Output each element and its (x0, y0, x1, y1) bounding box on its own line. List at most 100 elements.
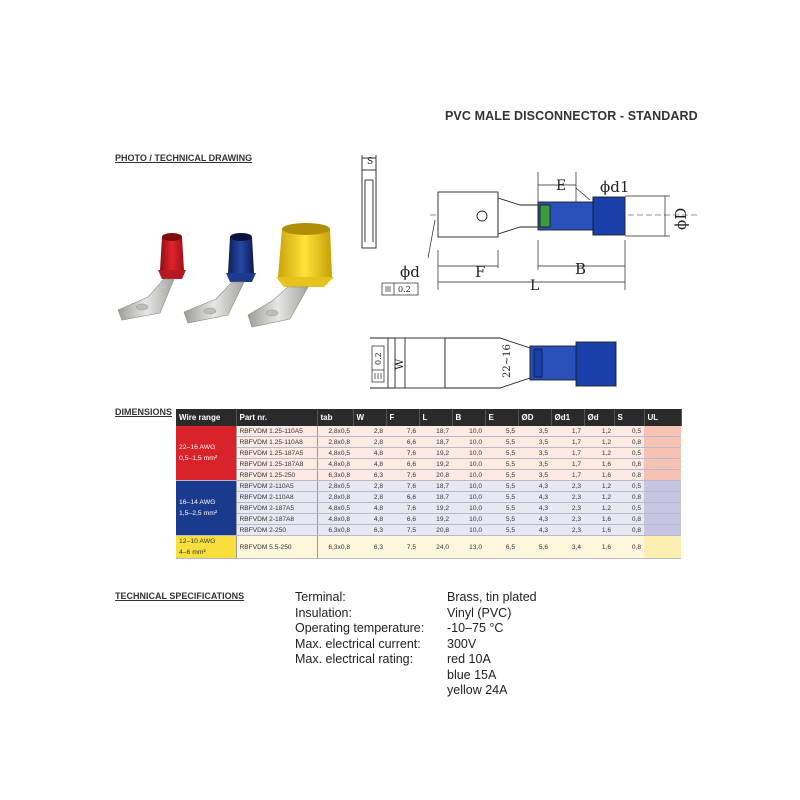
table-cell: 2,8x0,8 (317, 491, 353, 503)
table-cell: 0,8 (614, 469, 644, 481)
label-b: B (575, 260, 586, 278)
column-header: S (614, 409, 645, 426)
table-cell: 19,2 (419, 447, 452, 459)
label-phi-D: ϕD (672, 208, 690, 230)
table-cell: 2,3 (551, 524, 584, 536)
label-s: S (367, 157, 373, 167)
table-cell: 2,8x0,5 (317, 426, 353, 437)
table-cell: 7,5 (386, 535, 419, 559)
table-cell: 10,0 (452, 436, 485, 448)
table-cell: 1,2 (584, 480, 614, 492)
spec-value: blue 15A (447, 667, 497, 682)
section-heading-dimensions: DIMENSIONS (115, 407, 173, 417)
table-cell: 0,8 (614, 535, 644, 559)
table-cell: 4,8x0,8 (317, 458, 353, 470)
table-cell: 19,2 (419, 502, 452, 514)
column-header: F (386, 409, 420, 426)
label-f: F (475, 263, 485, 281)
wire-range-mm: 1,5–2,5 mm² (179, 510, 218, 517)
table-cell: 1,6 (584, 458, 614, 470)
table-cell: 19,2 (419, 458, 452, 470)
table-cell: 0,8 (614, 513, 644, 525)
table-cell: 7,6 (386, 480, 419, 492)
column-header: B (452, 409, 486, 426)
table-cell: 6,3 (353, 535, 386, 559)
table-cell: 6,6 (386, 458, 419, 470)
yellow-terminal (247, 223, 334, 328)
tolerance-box-1 (381, 282, 419, 296)
table-cell: 5,5 (485, 502, 518, 514)
column-header: L (419, 409, 453, 426)
table-cell: 7,6 (386, 426, 419, 437)
table-cell: 5,5 (485, 469, 518, 481)
label-phi-d: ϕd (400, 263, 420, 281)
part-number-cell: RBFVDM 5.5-250 (236, 535, 318, 559)
page-title: PVC MALE DISCONNECTOR - STANDARD (445, 109, 698, 123)
table-cell: 2,8x0,5 (317, 480, 353, 492)
column-header: Ød1 (551, 409, 585, 426)
table-cell: 10,0 (452, 491, 485, 503)
table-cell: 1,2 (584, 491, 614, 503)
table-cell: 4,8 (353, 502, 386, 514)
table-cell: 4,8x0,8 (317, 513, 353, 525)
table-cell: 3,5 (518, 436, 551, 448)
ul-cell (644, 535, 681, 559)
technical-drawing: S E ϕd1 ϕD ϕd F B L 0. (361, 155, 700, 389)
table-cell: 20,8 (419, 524, 452, 536)
ul-cell (644, 436, 681, 448)
table-cell: 5,5 (485, 426, 518, 437)
wire-range-mm: 0,5–1,5 mm² (179, 455, 218, 462)
table-cell: 5,6 (518, 535, 551, 559)
tolerance-box-2 (371, 345, 385, 383)
spec-row: yellow 24A (295, 683, 537, 699)
bottom-view (370, 337, 617, 389)
part-number-cell: RBFVDM 2-110A8 (236, 491, 318, 503)
ul-cell (644, 447, 681, 459)
table-cell: 0,5 (614, 447, 644, 459)
table-cell: 5,5 (485, 524, 518, 536)
column-header: Part nr. (236, 409, 318, 426)
table-cell: 3,5 (518, 458, 551, 470)
table-cell: 4,3 (518, 491, 551, 503)
ul-cell (644, 426, 681, 437)
table-cell: 6,5 (485, 535, 518, 559)
table-cell: 19,2 (419, 513, 452, 525)
table-cell: 0,8 (614, 491, 644, 503)
wire-range-awg: 16–14 AWG (179, 499, 216, 506)
table-cell: 7,6 (386, 502, 419, 514)
table-cell: 6,3 (353, 469, 386, 481)
wire-range-mm: 4–6 mm² (179, 549, 206, 556)
tolerance-value-2: 0.2 (374, 352, 383, 365)
table-cell: 6,6 (386, 491, 419, 503)
table-cell: 10,0 (452, 426, 485, 437)
table-cell: 4,8x0,5 (317, 502, 353, 514)
table-cell: 0,5 (614, 502, 644, 514)
table-cell: 4,8 (353, 458, 386, 470)
table-cell: 4,3 (518, 502, 551, 514)
table-cell: 18,7 (419, 491, 452, 503)
spec-label (295, 683, 447, 699)
table-cell: 1,2 (584, 426, 614, 437)
ul-cell (644, 524, 681, 536)
part-number-cell: RBFVDM 2-250 (236, 524, 318, 536)
table-cell: 5,5 (485, 513, 518, 525)
table-cell: 18,7 (419, 436, 452, 448)
spec-row: blue 15A (295, 668, 537, 684)
table-cell: 1,6 (584, 535, 614, 559)
table-cell: 0,8 (614, 458, 644, 470)
spec-row: Max. electrical current:300V (295, 637, 537, 653)
table-cell: 10,0 (452, 513, 485, 525)
label-gauge: 22~16 (502, 344, 513, 378)
spec-row: Insulation:Vinyl (PVC) (295, 606, 537, 622)
ul-cell (644, 502, 681, 514)
spec-row: Operating temperature:-10–75 °C (295, 621, 537, 637)
table-cell: 10,0 (452, 447, 485, 459)
table-cell: 6,3x0,8 (317, 535, 353, 559)
table-cell: 6,3x0,8 (317, 469, 353, 481)
table-cell: 5,5 (485, 436, 518, 448)
